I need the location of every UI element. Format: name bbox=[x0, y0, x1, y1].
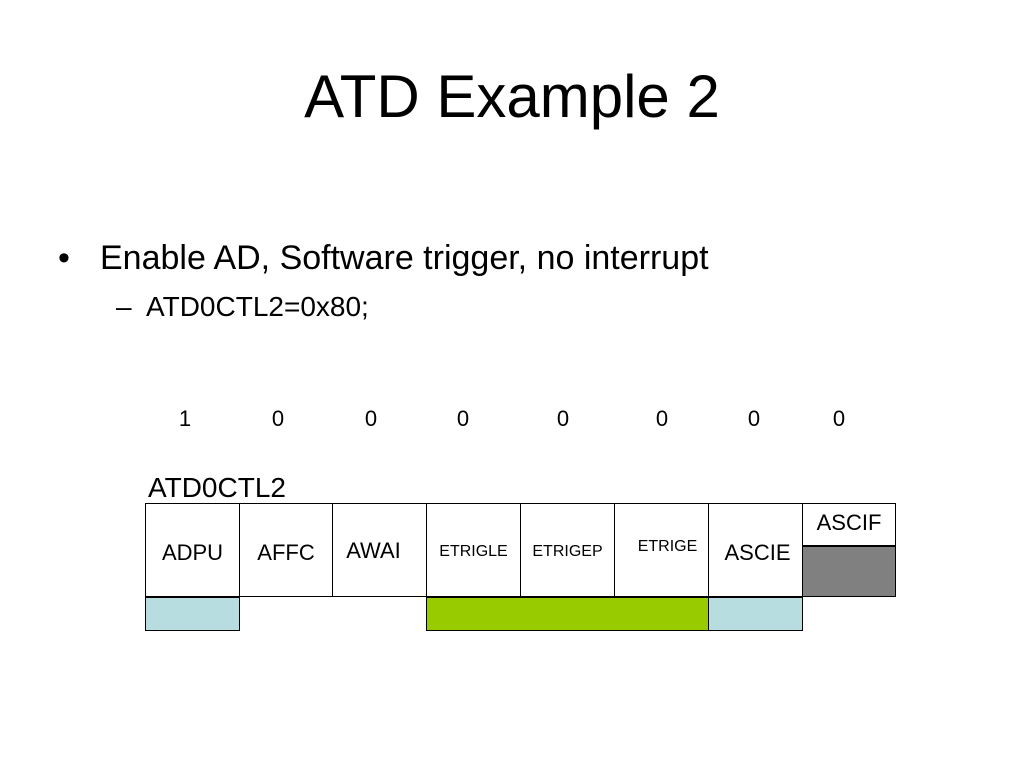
bit-value-0: 0 bbox=[832, 406, 846, 431]
bit-value-4: 0 bbox=[456, 406, 470, 431]
register-field-affc: AFFC bbox=[239, 503, 333, 597]
register-field-ascie: ASCIE bbox=[708, 503, 803, 597]
adpu-indicator-bar bbox=[145, 597, 240, 631]
field-label: ADPU bbox=[161, 540, 224, 565]
ascif-shaded-block bbox=[802, 546, 896, 597]
field-label: ASCIE bbox=[724, 540, 791, 565]
bit-value-2: 0 bbox=[655, 406, 669, 431]
field-label: AFFC bbox=[257, 540, 315, 565]
ascie-indicator-bar bbox=[708, 597, 803, 631]
sub-bullet-item: –ATD0CTL2=0x80; bbox=[116, 290, 369, 324]
register-field-adpu: ADPU bbox=[145, 503, 240, 597]
register-field-etrigep: ETRIGEP bbox=[520, 503, 615, 597]
bullet-marker: • bbox=[58, 239, 70, 277]
bullet-text: Enable AD, Software trigger, no interrup… bbox=[100, 239, 709, 277]
field-label: ASCIF bbox=[816, 510, 882, 535]
bit-value-1: 0 bbox=[747, 406, 761, 431]
register-field-ascif: ASCIF bbox=[802, 503, 896, 546]
bit-value-3: 0 bbox=[556, 406, 570, 431]
bit-value-7: 1 bbox=[178, 406, 192, 431]
slide-title: ATD Example 2 bbox=[304, 63, 720, 130]
register-field-etrige: ETRIGE bbox=[614, 503, 709, 597]
sub-bullet-text: ATD0CTL2=0x80; bbox=[146, 291, 369, 322]
field-label: ETRIGEP bbox=[532, 543, 603, 560]
field-label: ETRIGE bbox=[637, 538, 698, 555]
bullet-item: • Enable AD, Software trigger, no interru… bbox=[58, 238, 709, 278]
register-field-etrigle: ETRIGLE bbox=[426, 503, 521, 597]
field-label: AWAI bbox=[346, 538, 401, 563]
register-field-awai: AWAI bbox=[332, 503, 427, 597]
field-label: ETRIGLE bbox=[439, 543, 508, 560]
sub-bullet-marker: – bbox=[116, 291, 132, 322]
bit-value-5: 0 bbox=[364, 406, 378, 431]
register-name: ATD0CTL2 bbox=[148, 472, 286, 503]
bit-value-6: 0 bbox=[271, 406, 285, 431]
etrigger-indicator-bar bbox=[426, 597, 709, 631]
